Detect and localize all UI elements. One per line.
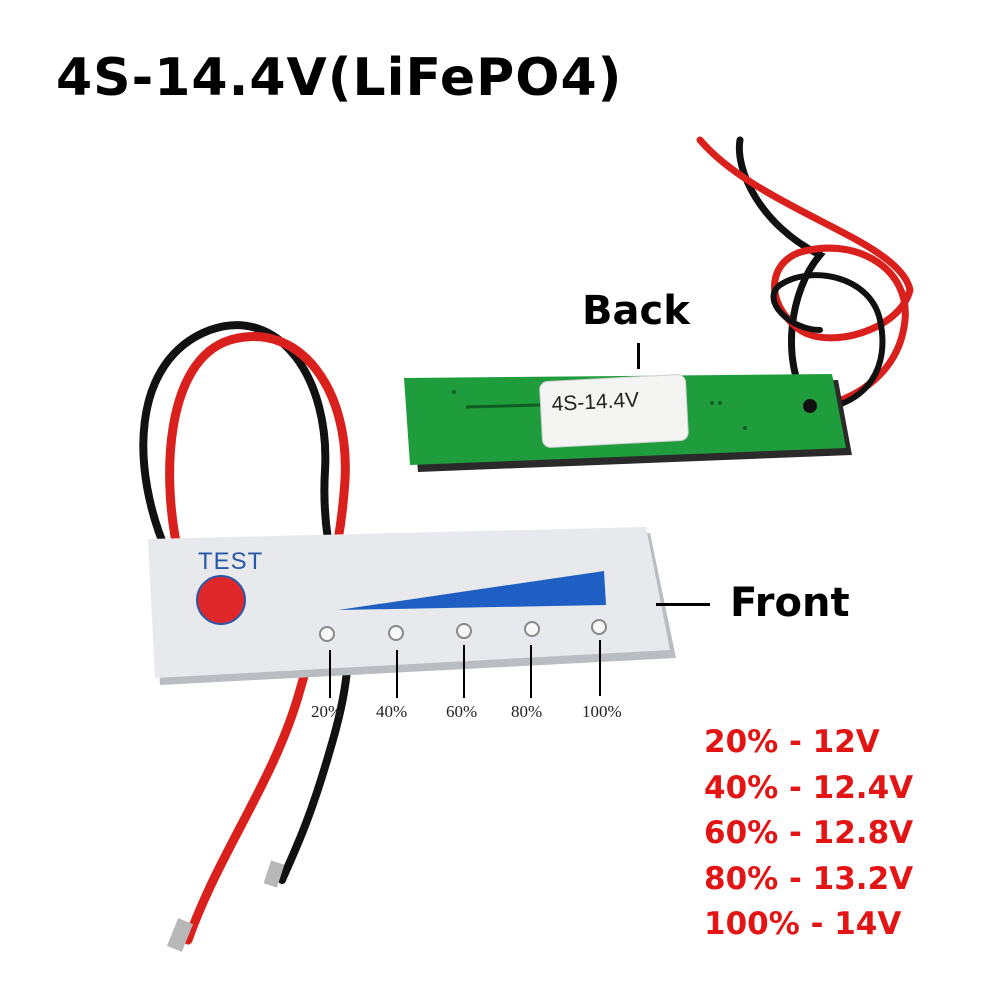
back-leader-line [637, 343, 640, 369]
led-40 [388, 625, 404, 641]
back-board-sticker [539, 374, 689, 448]
led-60 [456, 623, 472, 639]
legend-row-20: 20% - 12V [704, 724, 880, 760]
front-wire-black [139, 321, 352, 884]
back-board [404, 374, 852, 472]
front-leader-line [656, 603, 710, 606]
legend-row-100: 100% - 14V [704, 906, 902, 942]
percent-label-60: 60% [446, 702, 478, 721]
page-title: 4S-14.4V(LiFePO4) [56, 48, 623, 108]
led-100 [591, 619, 607, 635]
percent-label-20: 20% [311, 702, 343, 721]
led-20 [319, 626, 335, 642]
legend-row-60: 60% - 12.8V [704, 815, 914, 851]
front-board [148, 527, 676, 685]
back-callout: Back [582, 288, 690, 334]
front-wire-black-tip [263, 860, 285, 888]
front-callout: Front [730, 580, 850, 626]
led-80 [524, 621, 540, 637]
back-sticker-text: 4S-14.4V [551, 388, 640, 416]
legend-row-40: 40% - 12.4V [704, 769, 914, 806]
front-wire-red-tip [166, 918, 194, 952]
back-wire-black-2 [770, 272, 886, 413]
charge-level-wedge [338, 571, 606, 610]
legend-row-80: 80% - 13.2V [704, 860, 914, 897]
test-button-red [196, 575, 246, 625]
test-label: TEST [198, 548, 264, 575]
percent-label-40: 40% [376, 702, 408, 721]
front-wire-red [165, 332, 350, 945]
percent-label-100: 100% [582, 702, 622, 721]
percent-label-80: 80% [511, 702, 543, 721]
voltage-legend: 20% - 12V 40% - 12.4V 60% - 12.8V 80% - … [704, 720, 913, 948]
back-board-wire-hole [803, 399, 817, 413]
